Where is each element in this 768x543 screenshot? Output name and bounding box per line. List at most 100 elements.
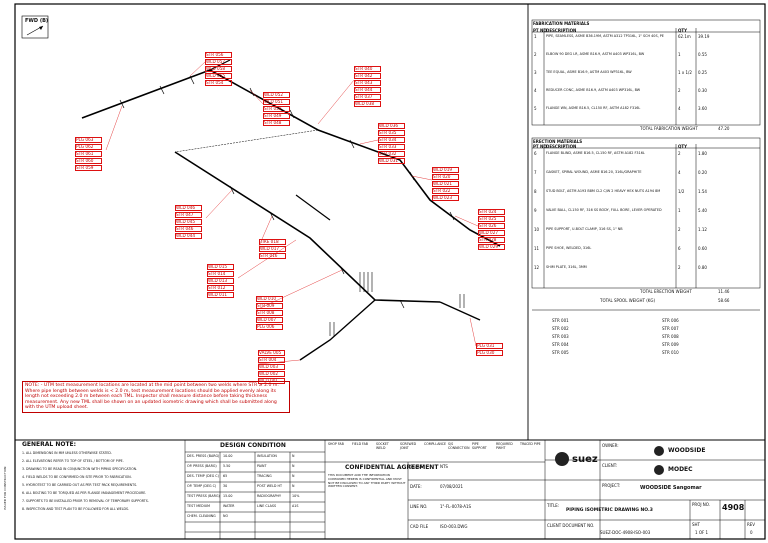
design-key: OP. PRESS (BARG) xyxy=(187,464,217,468)
proj-no-value: 4908 xyxy=(722,503,745,512)
woodside-logo-icon xyxy=(654,446,664,456)
erec-row-desc: PIPE SUPPORT, U-BOLT CLAMP, 316 SS, 1" N… xyxy=(546,227,623,231)
component-label: STR 014 xyxy=(208,271,226,276)
erec-row-pt: 12 xyxy=(534,265,540,270)
component-label: WLD 036 xyxy=(379,123,399,128)
fwd-label: FWD (B) xyxy=(25,18,49,24)
component-label-box xyxy=(432,194,459,201)
component-label: WLD 051 xyxy=(264,99,284,104)
design-key: LINE CLASS xyxy=(257,504,277,508)
component-label: STR 004 xyxy=(259,357,277,362)
fab-row-qty: 1 x 1/2 xyxy=(678,70,692,75)
scale-label: SCALE: xyxy=(410,464,425,469)
component-label: STR 009 xyxy=(257,303,275,308)
tag-item: STR 005 xyxy=(552,350,569,355)
component-label-box xyxy=(205,51,232,58)
design-value: N xyxy=(292,474,295,478)
general-note-line: 4. FIELD WELDS TO BE CONFIRMED ON SITE P… xyxy=(22,475,132,479)
component-label-box xyxy=(175,232,202,239)
component-label: PLG 062 xyxy=(76,144,94,149)
tag-item: STR 001 xyxy=(552,318,569,323)
erec-col-desc: DESCRIPTION xyxy=(546,144,577,149)
spool-total-label: TOTAL SPOOL WEIGHT (KG) xyxy=(600,298,656,303)
component-label-box xyxy=(175,218,202,225)
component-label: TIRE 018 xyxy=(260,239,279,244)
component-label-box xyxy=(432,180,459,187)
erection-title: ERECTION MATERIALS xyxy=(533,139,583,144)
component-label: WLD 002 xyxy=(259,371,279,376)
component-label: STR 054 xyxy=(206,80,224,85)
erec-row-weight: 5.40 xyxy=(698,208,707,213)
component-label-box xyxy=(478,243,505,250)
component-label-box xyxy=(205,65,232,72)
component-label: PLG 030 xyxy=(477,350,495,355)
component-label-box xyxy=(75,157,102,164)
component-label-box xyxy=(263,112,290,119)
component-label: STR 044 xyxy=(355,87,373,92)
component-label-box xyxy=(259,238,286,245)
fab-total-label: TOTAL FABRICATION WEIGHT xyxy=(640,126,698,131)
component-label-box xyxy=(258,349,285,356)
erec-row-weight: 1.12 xyxy=(698,227,707,232)
component-label: STR 049 xyxy=(264,113,282,118)
fab-row-desc: ELBOW 90 DEG LR, ASME B16.9, ASTM A403 W… xyxy=(546,52,645,56)
margin-revision-strip: ISSUED FOR CONSTRUCTION xyxy=(3,466,7,510)
status-col-header: SHOP FAB xyxy=(328,442,344,446)
component-label: STR 024 xyxy=(479,209,497,214)
component-label: WLD 029 xyxy=(479,244,499,249)
title-label: TITLE: xyxy=(547,503,560,508)
component-label-box xyxy=(205,58,232,65)
component-label-box xyxy=(207,270,234,277)
general-note-line: 5. HYDROTEST TO BE CARRIED OUT AS PER TE… xyxy=(22,483,138,487)
erec-row-qty: 2 xyxy=(678,227,681,232)
component-label-box xyxy=(263,105,290,112)
component-label: WLD 044 xyxy=(176,233,196,238)
design-value: 65 xyxy=(223,474,228,478)
fab-row-qty: 1 xyxy=(678,52,681,57)
component-label: WLD 015 xyxy=(208,264,228,269)
erec-row-desc: PIPE SHOE, WELDED, 316L xyxy=(546,246,592,250)
suez-logo-icon xyxy=(555,452,569,466)
design-key: POST WELD HT xyxy=(257,484,282,488)
erec-total-label: TOTAL ERECTION WEIGHT xyxy=(640,289,692,294)
design-value: N xyxy=(292,454,295,458)
tag-item: STR 006 xyxy=(662,318,679,323)
component-label: PLG 031 xyxy=(477,343,495,348)
component-label-box xyxy=(258,363,285,370)
status-col-header: TRACED PIPE xyxy=(520,442,541,446)
erec-row-qty: 4 xyxy=(678,170,681,175)
design-value: A1S xyxy=(292,504,299,508)
component-label: STR 042 xyxy=(355,73,373,78)
fab-row-qty: 2 xyxy=(678,88,681,93)
design-key: TEST MEDIUM xyxy=(187,504,210,508)
fab-col-pt: PT NO xyxy=(533,28,547,33)
component-label-box xyxy=(354,65,381,72)
fab-row-desc: FLANGE WN, ASME B16.5, CL150 RF, ASTM A1… xyxy=(546,106,641,110)
materials-grid xyxy=(531,19,761,311)
component-label: WLD 023 xyxy=(433,195,453,200)
component-label-box xyxy=(378,150,405,157)
component-label: WLD 007 xyxy=(257,317,277,322)
pipe-tee xyxy=(295,194,331,221)
pipe-branch-top xyxy=(209,59,231,71)
owner-value: WOODSIDE xyxy=(668,447,706,454)
support-hatch xyxy=(329,272,465,336)
modec-logo-icon xyxy=(654,465,664,475)
owner-label: OWNER: xyxy=(602,443,619,448)
erec-row-pt: 7 xyxy=(534,170,537,175)
tag-item: STR 004 xyxy=(552,342,569,347)
fab-total-value: 47.20 xyxy=(718,126,730,131)
component-label: STR 034 xyxy=(379,137,397,142)
component-label: WLD 055 xyxy=(206,73,226,78)
erec-row-weight: 1.80 xyxy=(698,151,707,156)
erec-row-weight: 1.54 xyxy=(698,189,707,194)
component-label: STR 032 xyxy=(379,151,397,156)
component-label-box xyxy=(378,143,405,150)
component-label-box xyxy=(256,323,283,330)
component-label: WLD 038 xyxy=(355,101,375,106)
proj-no-label: PROJ NO. xyxy=(692,502,711,507)
component-label-box xyxy=(175,225,202,232)
sheet-value: 1 OF 1 xyxy=(695,530,709,535)
component-label: WLD 021 xyxy=(433,181,453,186)
